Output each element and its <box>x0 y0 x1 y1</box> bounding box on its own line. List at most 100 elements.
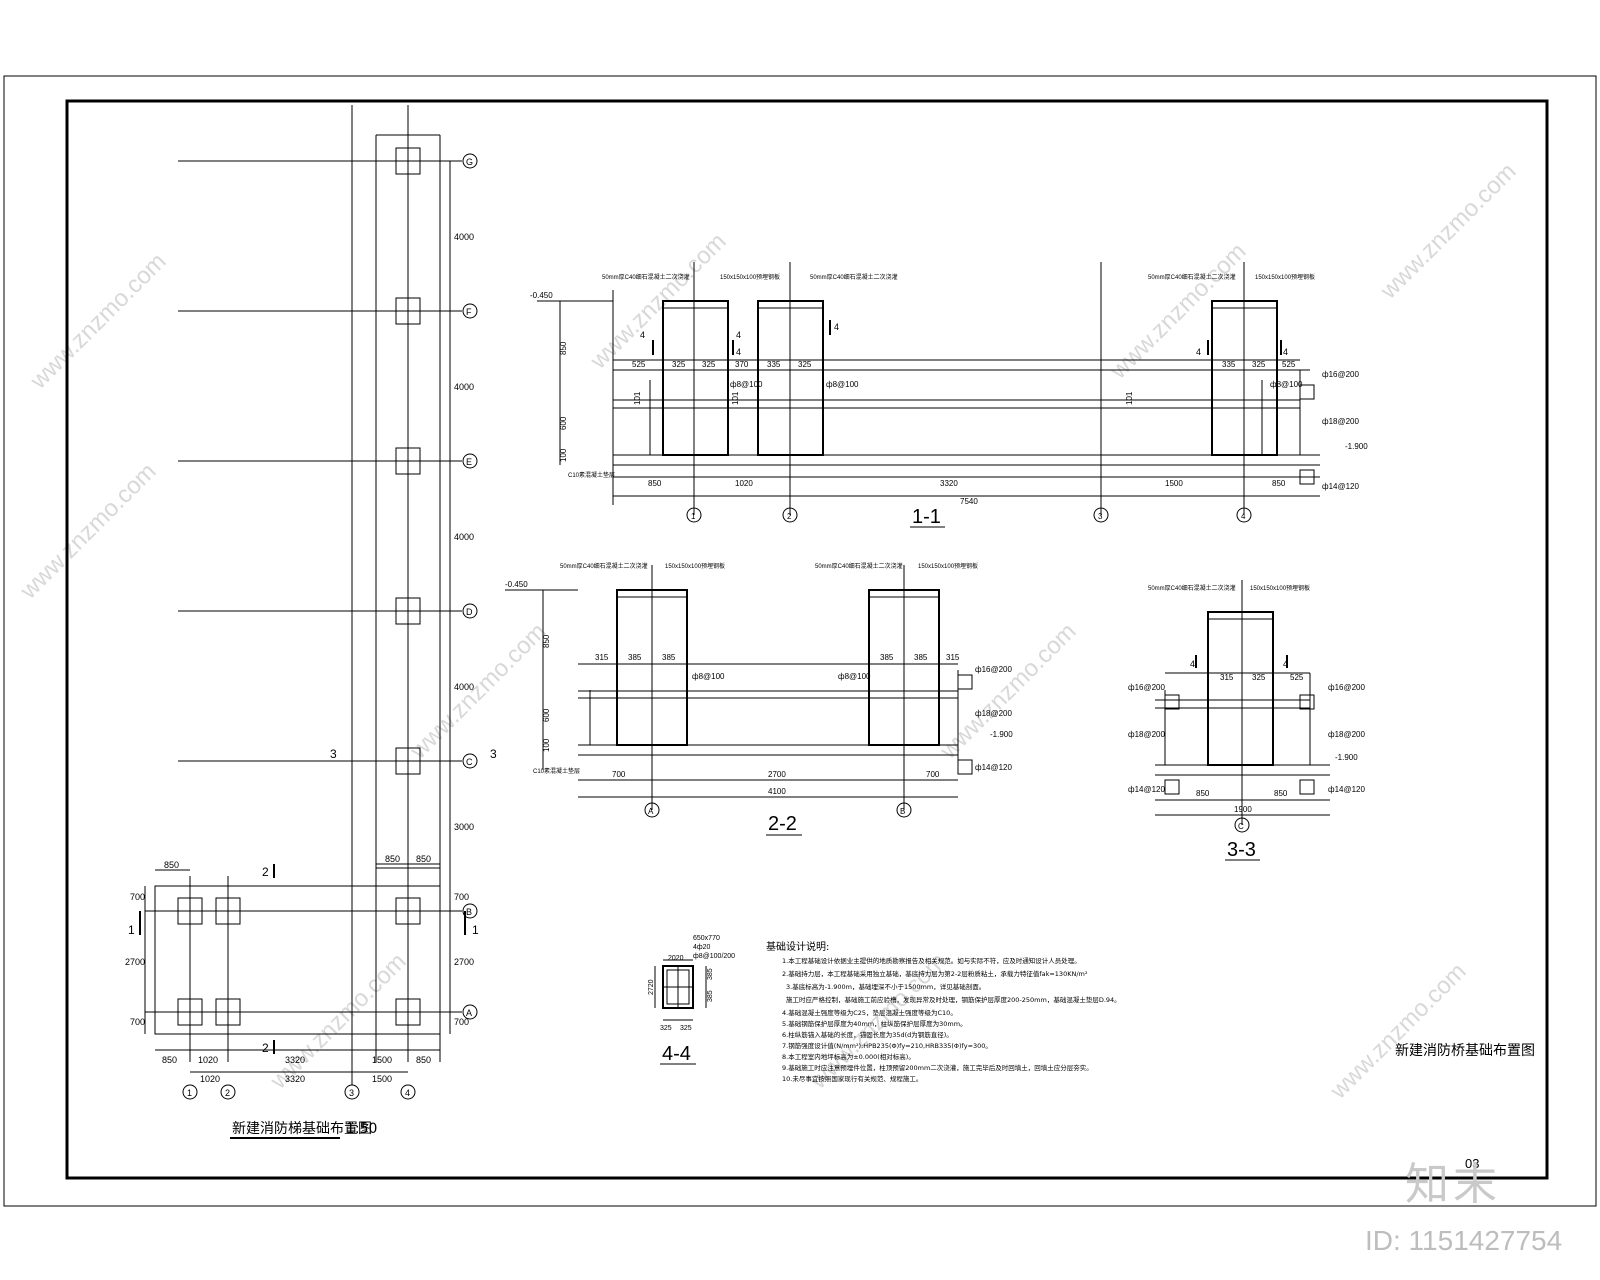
rebar-label: ф16@200 <box>975 665 1013 674</box>
plan-title: 新建消防梯基础布置图 <box>232 1120 372 1137</box>
elevation-label: -0.450 <box>505 580 528 589</box>
axis-label: D <box>466 607 473 617</box>
note-line: 2.基础持力层，本工程基础采用独立基础，基底持力层为第2-2层粉质粘土，承载力特… <box>782 969 1088 978</box>
section-mark: 2 <box>262 865 269 879</box>
dim-text: 2700 <box>768 770 786 779</box>
note-label: 150x150x100预埋钢板 <box>918 562 978 570</box>
rebar-label: ф16@200 <box>1328 683 1366 692</box>
dim-text: 1020 <box>198 1055 218 1065</box>
dim-text: 385 <box>628 653 642 662</box>
note-label: 50mm厚C40细石混凝土二次浇灌 <box>810 273 898 281</box>
section-title: 3-3 <box>1227 839 1256 861</box>
watermark-layer: www.znzmo.com www.znzmo.com www.znzmo.co… <box>14 158 1521 1105</box>
dim-text: 700 <box>926 770 940 779</box>
rebar-label: ф18@200 <box>1322 417 1360 426</box>
rebar-label: ф16@200 <box>1322 370 1360 379</box>
axis-label: G <box>466 157 473 167</box>
section-mark: 3 <box>330 747 337 761</box>
rebar-label: ф18@200 <box>1328 730 1366 739</box>
rebar-label: ф8@100 <box>692 672 725 681</box>
note-line: 3.基底标高为-1.900m，基础埋深不小于1500mm，详见基础剖面。 <box>786 982 985 991</box>
dim-text: 2700 <box>454 957 474 967</box>
dim-text: 850 <box>416 1055 431 1065</box>
cut-mark: 4 <box>1190 659 1195 669</box>
dim-text: 700 <box>612 770 626 779</box>
elevation-label: -1.900 <box>1345 442 1368 451</box>
dim-text: 3320 <box>285 1055 305 1065</box>
dim-text: 4000 <box>454 382 474 392</box>
cut-mark: 4 <box>834 322 839 332</box>
dim-text: 525 <box>1290 673 1304 682</box>
dim-text: 101 <box>1125 391 1134 405</box>
design-notes: 基础设计说明: 1.本工程基础设计依据业主提供的地质勘察报告及相关规范。如与实际… <box>766 940 1121 1083</box>
dim-text: 325 <box>660 1025 672 1032</box>
axis-label: 2 <box>225 1088 230 1098</box>
section-mark: 1 <box>128 923 135 937</box>
note-line: 7.钢筋强度设计值(N/mm²):HPB235(Φ)fy=210,HRB335(… <box>782 1041 992 1050</box>
rebar-label: ф8@100/200 <box>693 953 735 960</box>
dim-text: 850 <box>1274 789 1288 798</box>
note-line: 施工时应严格控制，基础施工前应验槽，发现异常及时处理，钢筋保护层厚度200-25… <box>786 995 1121 1004</box>
notes-heading: 基础设计说明: <box>766 940 829 953</box>
section-mark: 2 <box>262 1041 269 1055</box>
cut-mark: 4 <box>1283 347 1288 357</box>
watermark-text: www.znzmo.com <box>1324 958 1471 1105</box>
section-title: 2-2 <box>768 813 797 835</box>
dim-text: 101 <box>633 391 642 405</box>
rebar-label: ф14@120 <box>1128 785 1166 794</box>
dim-text: 2020 <box>668 955 684 962</box>
elevation-label: -1.900 <box>990 730 1013 739</box>
axis-label: 3 <box>349 1088 354 1098</box>
rebar-label: 4ф20 <box>693 944 711 951</box>
section-2-2-labels: -0.450 -1.900 50mm厚C40细石混凝土二次浇灌 150x150x… <box>505 562 1013 836</box>
note-line: 9.基础施工时应注意预埋件位置，柱顶预留200mm二次浇灌，施工完毕后及时回填土… <box>782 1063 1093 1072</box>
cut-mark: 4 <box>1196 347 1201 357</box>
dim-text: 325 <box>1252 673 1266 682</box>
dim-text: 315 <box>1220 673 1234 682</box>
dim-text: 850 <box>162 1055 177 1065</box>
dim-text: 2720 <box>648 979 655 995</box>
note-line: 10.未尽事宜按照国家现行有关规范、规程施工。 <box>782 1074 922 1083</box>
dim-text: 525 <box>632 360 646 369</box>
dim-text: 1900 <box>1234 805 1252 814</box>
dim-text: 335 <box>1222 360 1236 369</box>
dim-text: 385 <box>707 968 714 980</box>
note-label: 50mm厚C40细石混凝土二次浇灌 <box>1148 584 1236 592</box>
axis-label: C <box>466 757 473 767</box>
dim-text: 850 <box>1272 479 1286 488</box>
dim-text: 1500 <box>372 1074 392 1084</box>
dim-text: 1500 <box>1165 479 1183 488</box>
dim-text: 370 <box>735 360 749 369</box>
section-3-3 <box>1155 580 1330 833</box>
dim-text: 325 <box>798 360 812 369</box>
dim-text: 385 <box>707 990 714 1002</box>
dim-text: 385 <box>662 653 676 662</box>
dim-text: 101 <box>731 391 740 405</box>
dim-text: 100 <box>542 738 551 752</box>
note-label: 50mm厚C40细石混凝土二次浇灌 <box>560 562 648 570</box>
dim-text: 325 <box>680 1025 692 1032</box>
section-1-1 <box>537 262 1320 523</box>
elevation-label: -0.450 <box>530 291 553 300</box>
axis-label: 4 <box>405 1088 410 1098</box>
dim-text: 325 <box>702 360 716 369</box>
rebar-label: ф8@100 <box>1270 380 1303 389</box>
dim-text: 850 <box>385 854 400 864</box>
note-line: 1.本工程基础设计依据业主提供的地质勘察报告及相关规范。如与实际不符，应及时通知… <box>782 956 1081 965</box>
brand-logo: 知末 <box>1405 1159 1501 1210</box>
note-label: 50mm厚C40细石混凝土二次浇灌 <box>1148 273 1236 281</box>
axis-label: 4 <box>1241 512 1246 521</box>
rebar-label: ф8@100 <box>730 380 763 389</box>
dim-text: 1020 <box>200 1074 220 1084</box>
dim-text: 700 <box>454 892 469 902</box>
cut-mark: 4 <box>736 347 741 357</box>
dim-text: 850 <box>416 854 431 864</box>
section-title: 4-4 <box>662 1043 691 1065</box>
outer-border <box>3 75 1597 1207</box>
axis-label: B <box>900 807 905 816</box>
dim-text: 850 <box>164 860 179 870</box>
axis-label: C <box>1238 822 1244 831</box>
dim-text: 850 <box>1196 789 1210 798</box>
dim-text: 3320 <box>285 1074 305 1084</box>
